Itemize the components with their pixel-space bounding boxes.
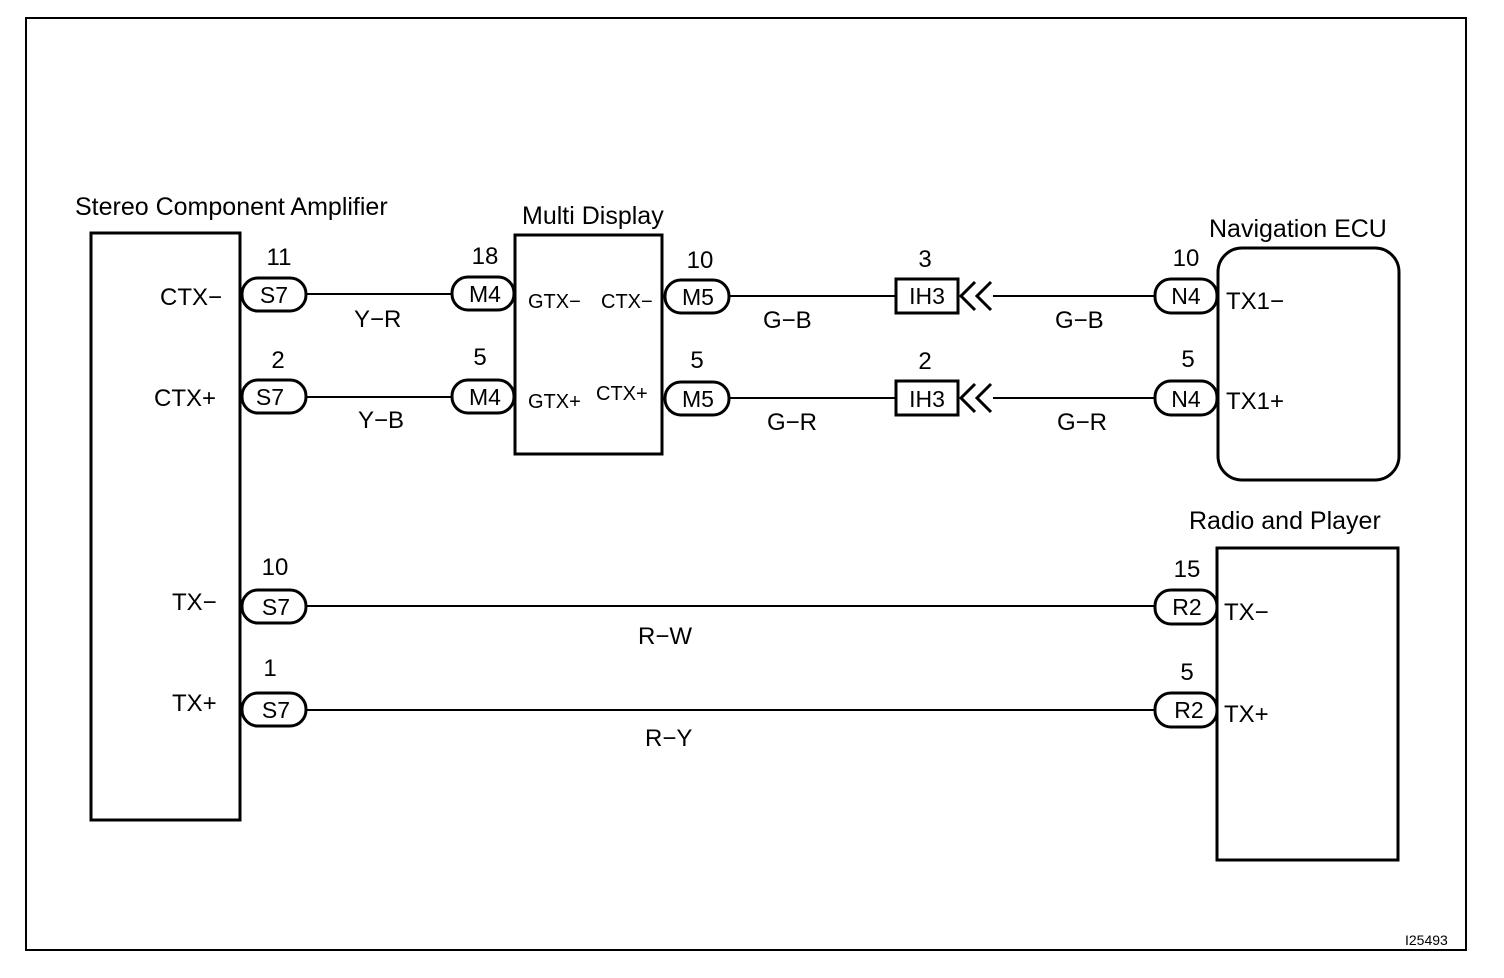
connector-s7-pin-1: S7 1 <box>240 655 308 728</box>
navigation-ecu-label: Navigation ECU <box>1209 215 1387 243</box>
chevron-icon <box>974 382 993 414</box>
svg-text:IH3: IH3 <box>909 283 945 309</box>
amp-terminal-ctx-minus: CTX− <box>160 284 222 311</box>
svg-text:S7: S7 <box>260 282 288 308</box>
nav-terminal-tx1-plus: TX1+ <box>1226 388 1284 415</box>
connector-s7-pin-2: S7 2 <box>240 347 308 415</box>
pin-number: 15 <box>1174 556 1201 583</box>
amplifier-box <box>89 231 242 822</box>
pin-number: 11 <box>267 244 292 271</box>
navigation-ecu-box <box>1216 246 1401 482</box>
svg-text:IH3: IH3 <box>909 386 945 412</box>
svg-text:N4: N4 <box>1171 386 1201 412</box>
multi-display-label: Multi Display <box>522 202 664 230</box>
pin-number: 2 <box>271 347 284 374</box>
pin-number: 5 <box>690 347 703 374</box>
wire-label-g-r-right: G−R <box>1057 409 1107 436</box>
svg-text:M5: M5 <box>682 386 714 412</box>
connector-m5-pin-10: M5 10 <box>663 247 731 315</box>
amp-terminal-tx-minus: TX− <box>172 589 217 616</box>
svg-text:M4: M4 <box>469 384 501 410</box>
svg-text:S7: S7 <box>262 594 290 620</box>
svg-text:R2: R2 <box>1174 697 1203 723</box>
connector-m5-pin-5: M5 5 <box>663 347 731 417</box>
figure-id: I25493 <box>1405 932 1448 948</box>
chevron-icon <box>958 280 977 312</box>
md-terminal-ctx-plus: CTX+ <box>596 383 648 405</box>
pin-number: 10 <box>687 247 714 274</box>
svg-text:M5: M5 <box>682 284 714 310</box>
chevron-icon <box>958 382 977 414</box>
radio-player-label: Radio and Player <box>1189 507 1381 535</box>
wire-label-r-y: R−Y <box>645 725 692 752</box>
pin-number: 5 <box>1181 346 1194 373</box>
connector-ih3-pin-2: IH3 2 <box>894 348 993 417</box>
wire-label-y-b: Y−B <box>358 407 404 434</box>
wire-label-g-b-right: G−B <box>1055 307 1104 334</box>
connector-n4-pin-5: N4 5 <box>1153 346 1219 417</box>
md-terminal-gtx-plus: GTX+ <box>528 391 581 413</box>
connector-r2-pin-5: R2 5 <box>1153 659 1219 729</box>
pin-number: 3 <box>918 246 931 273</box>
md-terminal-gtx-minus: GTX− <box>528 291 581 313</box>
chevron-icon <box>974 280 993 312</box>
svg-text:S7: S7 <box>256 384 284 410</box>
svg-text:S7: S7 <box>262 697 290 723</box>
wire-label-g-r-left: G−R <box>767 409 817 436</box>
connector-s7-pin-11: S7 11 <box>240 244 308 313</box>
nav-terminal-tx1-minus: TX1− <box>1226 288 1284 315</box>
pin-number: 1 <box>263 655 276 682</box>
radio-player-component: Radio and Player <box>1189 507 1400 862</box>
radio-terminal-tx-plus: TX+ <box>1224 701 1269 728</box>
svg-text:R2: R2 <box>1172 594 1201 620</box>
pin-number: 18 <box>472 243 499 270</box>
wire-label-y-r: Y−R <box>354 306 401 333</box>
connector-s7-pin-10: S7 10 <box>240 554 308 625</box>
connector-m4-pin-5: M4 5 <box>450 344 516 415</box>
connector-m4-pin-18: M4 18 <box>450 243 516 312</box>
connector-n4-pin-10: N4 10 <box>1153 245 1219 315</box>
amplifier-component: Stereo Component Amplifier <box>75 193 388 822</box>
pin-number: 5 <box>1180 659 1193 686</box>
radio-terminal-tx-minus: TX− <box>1224 599 1269 626</box>
connector-ih3-pin-3: IH3 3 <box>894 246 993 315</box>
wire-label-g-b-left: G−B <box>763 307 812 334</box>
diagram-frame <box>25 17 1467 951</box>
md-terminal-ctx-minus: CTX− <box>601 291 653 313</box>
wire-label-r-w: R−W <box>638 623 692 650</box>
svg-text:M4: M4 <box>469 281 501 307</box>
wires <box>305 293 1155 711</box>
connector-r2-pin-15: R2 15 <box>1153 556 1219 626</box>
multi-display-box <box>513 233 664 456</box>
pin-number: 10 <box>1173 245 1200 272</box>
amp-terminal-tx-plus: TX+ <box>172 690 217 717</box>
amp-terminal-ctx-plus: CTX+ <box>154 385 216 412</box>
multi-display-component: Multi Display <box>513 202 664 456</box>
pin-number: 5 <box>473 344 486 371</box>
pin-number: 10 <box>262 554 289 581</box>
navigation-ecu-component: Navigation ECU <box>1209 215 1401 482</box>
svg-text:N4: N4 <box>1171 283 1201 309</box>
amplifier-label: Stereo Component Amplifier <box>75 193 388 221</box>
pin-number: 2 <box>918 348 931 375</box>
